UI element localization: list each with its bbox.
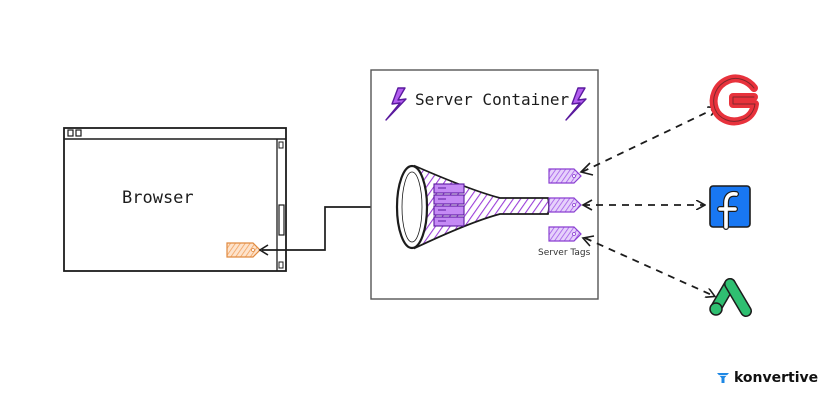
tag-to-facebook-arrow bbox=[581, 199, 704, 211]
browser-window bbox=[63, 127, 287, 272]
browser-window-controls-icon bbox=[67, 129, 82, 137]
lightning-bolt-icon-right bbox=[565, 87, 587, 121]
browser-scrollbar[interactable] bbox=[276, 139, 285, 271]
brand-name: konvertive bbox=[734, 370, 819, 386]
funnel-brand-icon bbox=[717, 373, 729, 383]
facebook-f-icon bbox=[709, 185, 751, 230]
server-tags-label: Server Tags bbox=[538, 248, 591, 258]
google-g-icon bbox=[709, 74, 759, 126]
server-tag-icon bbox=[548, 168, 582, 184]
server-stack-icon bbox=[433, 183, 465, 227]
tag-to-google-ads-arrow bbox=[581, 235, 714, 296]
server-tag-icon bbox=[548, 197, 582, 213]
brand-logo: konvertive bbox=[716, 370, 818, 386]
server-tag-icon bbox=[548, 226, 582, 242]
tag-to-google-arrow bbox=[579, 108, 716, 176]
browser-label: Browser bbox=[122, 188, 194, 208]
server-container-title: Server Container bbox=[415, 90, 570, 109]
browser-tag-icon bbox=[226, 242, 261, 258]
browser-to-container-connector bbox=[258, 207, 396, 256]
data-funnel-icon bbox=[395, 164, 550, 250]
google-ads-icon bbox=[709, 278, 752, 317]
lightning-bolt-icon-left bbox=[385, 87, 407, 121]
